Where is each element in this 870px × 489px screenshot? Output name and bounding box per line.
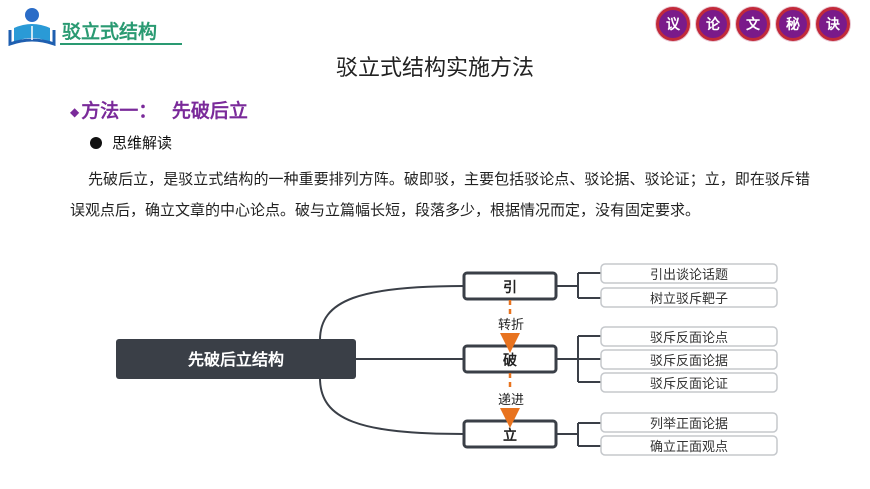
leaf-yin-2-label: 树立驳斥靶子 bbox=[650, 292, 728, 307]
leaf-li-2-label: 确立正面观点 bbox=[650, 440, 728, 455]
diamond-bullet-icon: ◆ bbox=[70, 104, 80, 119]
node-li-label: 立 bbox=[503, 427, 517, 444]
link-label-dijin: 递进 bbox=[498, 393, 524, 408]
leaf-yin-2 bbox=[600, 287, 778, 308]
badge-4: 秘 bbox=[776, 7, 810, 41]
bullet-dot-icon bbox=[90, 137, 102, 149]
badge-5: 诀 bbox=[816, 7, 850, 41]
badge-group: 议 论 文 秘 诀 bbox=[656, 7, 850, 41]
node-yin-label: 引 bbox=[503, 280, 517, 296]
leaf-yin-1 bbox=[600, 263, 778, 284]
explanation-paragraph: 先破后立，是驳立式结构的一种重要排列方阵。破即驳，主要包括驳论点、驳论据、驳论证… bbox=[70, 170, 810, 219]
header-title: 驳立式结构 bbox=[62, 21, 158, 43]
badge-2: 论 bbox=[696, 7, 730, 41]
method-label: 方法一： bbox=[81, 100, 158, 122]
node-yin bbox=[462, 271, 558, 301]
root-node-label: 先破后立结构 bbox=[188, 350, 284, 369]
header-underline bbox=[60, 43, 182, 45]
leaf-li-2 bbox=[600, 435, 778, 456]
leaf-po-3 bbox=[600, 372, 778, 393]
root-node bbox=[116, 339, 356, 379]
leaf-po-2 bbox=[600, 349, 778, 370]
connector-root-yin bbox=[319, 285, 465, 341]
leaf-li-1-label: 列举正面论据 bbox=[650, 417, 728, 432]
badge-3: 文 bbox=[736, 7, 770, 41]
link-label-zhuanzhe: 转折 bbox=[498, 318, 524, 333]
leaf-po-2-label: 驳斥反面论据 bbox=[650, 354, 728, 369]
leaf-po-1 bbox=[600, 326, 778, 347]
method-name: 先破后立 bbox=[171, 100, 248, 122]
method-heading: ◆方法一： 先破后立 bbox=[70, 96, 248, 123]
badge-1: 议 bbox=[656, 7, 690, 41]
connector-root-li bbox=[319, 377, 465, 435]
node-po-label: 破 bbox=[503, 352, 517, 369]
bullet-text: 思维解读 bbox=[112, 134, 173, 152]
bullet-line: 思维解读 bbox=[90, 132, 172, 153]
leaf-li-1 bbox=[600, 412, 778, 433]
leaf-po-1-label: 驳斥反面论点 bbox=[650, 331, 728, 346]
leaf-po-3-label: 驳斥反面论证 bbox=[650, 377, 728, 392]
page-title: 驳立式结构实施方法 bbox=[335, 56, 534, 81]
leaf-yin-1-label: 引出谈论话题 bbox=[650, 268, 728, 283]
reading-logo-icon bbox=[8, 8, 56, 46]
